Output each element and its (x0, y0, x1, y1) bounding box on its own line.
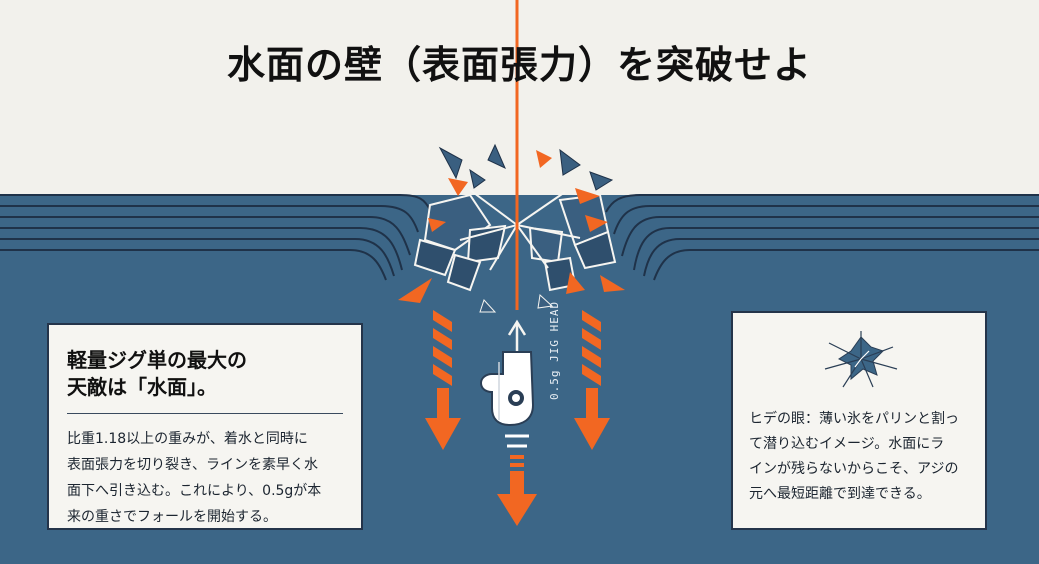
left-info-card: 軽量ジグ単の最大の 天敵は「水面」。 比重1.18以上の重みが、着水と同時に 表… (47, 323, 363, 530)
right-card-body: ヒデの眼：薄い氷をパリンと割っ て潜り込むイメージ。水面にラ インが残らないから… (749, 411, 959, 502)
left-card-heading: 軽量ジグ単の最大の 天敵は「水面」。 (67, 348, 247, 399)
right-info-card: ヒデの眼：薄い氷をパリンと割っ て潜り込むイメージ。水面にラ インが残らないから… (731, 311, 987, 530)
page-title: 水面の壁（表面張力）を突破せよ (226, 43, 812, 87)
surface-lines (0, 194, 1039, 281)
down-arrow-icon (425, 310, 461, 450)
down-arrow-icon (497, 455, 537, 526)
left-card-body: 比重1.18以上の重みが、着水と同時に 表面張力を切り裂き、ラインを素早く水 面… (67, 431, 322, 525)
shattered-surface-icon (398, 143, 625, 313)
cracked-ice-icon (824, 331, 898, 388)
jig-head-icon (479, 319, 535, 448)
down-arrow-icon (574, 310, 610, 450)
jig-head-label: 0.5g JIG HEAD (548, 300, 561, 400)
left-card-divider (67, 413, 343, 414)
